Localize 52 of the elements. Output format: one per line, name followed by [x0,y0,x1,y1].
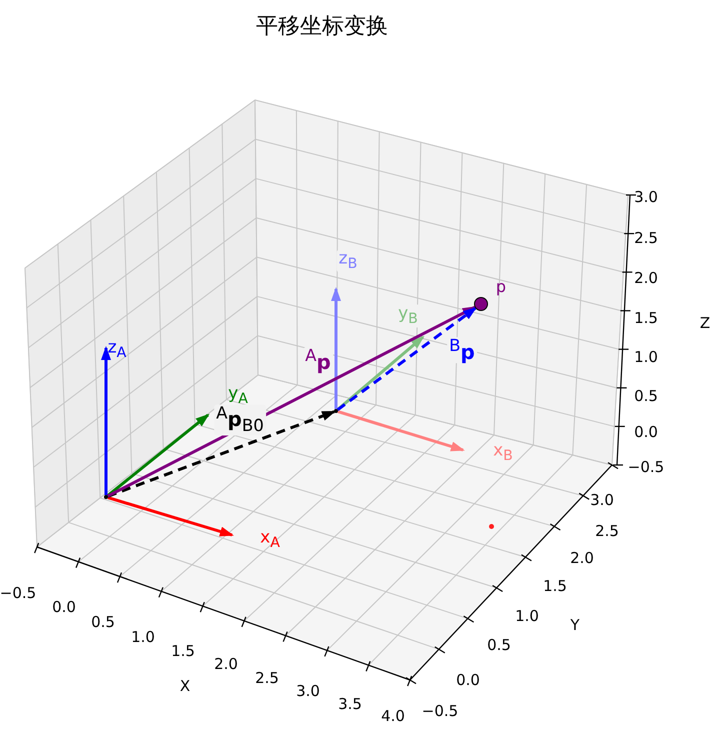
arrow [336,336,425,411]
axis-label: x$_{B}$ [493,442,513,464]
chart-title: 平移坐标变换 [256,14,388,40]
tick-label: 4.0 [381,708,405,724]
arrow [107,496,234,536]
tick-label: 2.0 [214,656,238,672]
tick-label: 2.0 [570,550,594,566]
point-label: p [496,278,506,296]
tick-label: 1.5 [543,578,567,594]
tick-label: 1.5 [171,642,195,660]
tick-label: −0.5 [628,458,664,476]
vector-label: $^{A}$p [303,347,333,373]
axis-title: X [180,678,190,694]
tick-label: −0.5 [422,702,458,720]
tick-label: 0.0 [634,424,658,440]
tick-label: 2.0 [634,270,658,286]
tick-label: 2.5 [255,670,279,686]
origin-point [334,409,338,413]
arrow [337,410,465,452]
tick-label: 0.0 [52,598,76,616]
arrow [107,306,477,498]
tick-label: 3.0 [590,492,614,508]
tick-label: 2.5 [595,522,619,540]
tick-label: 1.0 [634,348,658,366]
tick-label: 2.5 [634,230,658,246]
axis-title: Z [700,314,710,332]
arrow [106,414,210,497]
tick-label: 3.0 [634,188,658,206]
tick-label: −0.5 [0,584,36,602]
axis-label: z$_{A}$ [108,338,126,362]
arrow [107,410,336,498]
tick-label: 0.5 [487,636,511,654]
axis-title: Y [570,616,580,634]
arrow [101,346,111,495]
arrow [336,306,477,412]
tick-label: 3.0 [296,682,320,700]
axis-label: y$_{A}$ [228,384,248,408]
tick-label: 1.5 [634,310,658,326]
dot-marker [488,524,494,528]
tick-label: 1.0 [515,608,539,624]
origin-point [104,495,108,499]
arrow [331,287,341,409]
axis-label: z$_{B}$ [336,250,360,272]
vector-label: $^{A}$p$_{B0}$ [214,404,266,436]
tick-label: 0.5 [634,388,658,404]
tick-label: 0.0 [456,672,480,688]
tick-label: 0.5 [91,614,115,630]
tick-label: 1.0 [131,628,155,646]
tick-label: 3.5 [338,696,362,712]
axis-label: x$_{A}$ [260,528,280,552]
axis-label: y$_{B}$ [396,304,420,328]
vector-label: $^{B}$p [447,337,477,363]
